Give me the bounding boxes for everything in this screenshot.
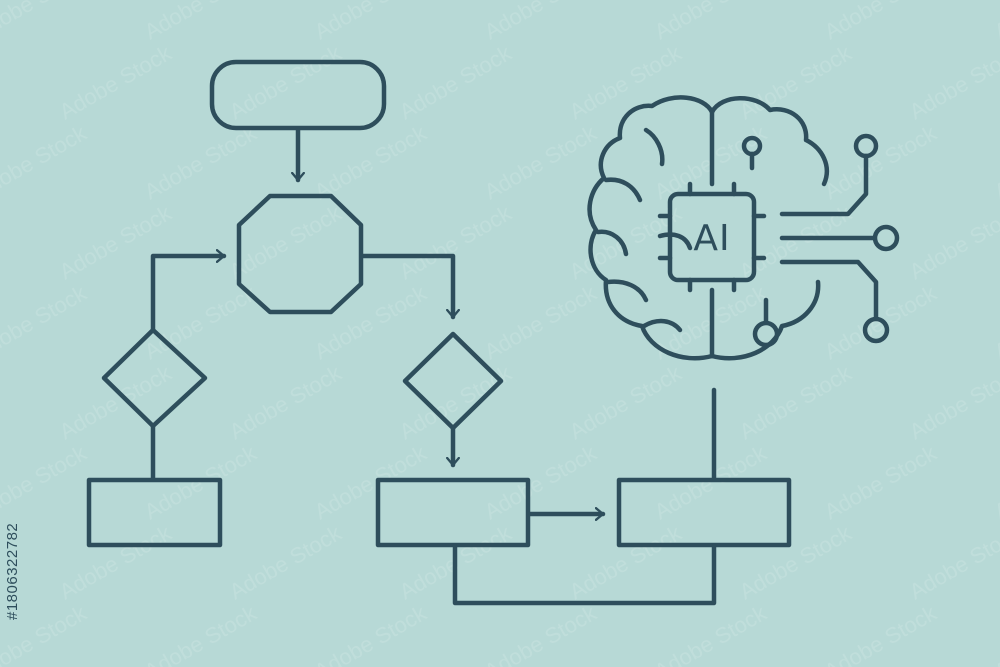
watermark-text: Adobe Stock (480, 280, 601, 365)
watermark-text: Adobe Stock (310, 600, 431, 667)
watermark-text: Adobe Stock (395, 40, 516, 125)
watermark-text: Adobe Stock (565, 520, 686, 605)
watermark-text: Adobe Stock (650, 0, 771, 44)
watermark-text: Adobe Stock (735, 360, 856, 445)
ai-chip-pins (657, 181, 767, 293)
watermark-text: Adobe Stock (565, 360, 686, 445)
watermark-text: Adobe Stock (480, 600, 601, 667)
circuit-traces (741, 133, 900, 348)
watermark-text: Adobe Stock (905, 360, 1000, 445)
watermark-text: Adobe Stock (55, 40, 176, 125)
watermark-text: Adobe Stock (990, 280, 1000, 365)
watermark-text: Adobe Stock (990, 600, 1000, 667)
watermark-text: Adobe Stock (905, 200, 1000, 285)
watermark-text: Adobe Stock (735, 520, 856, 605)
watermark-text: Adobe Stock (905, 40, 1000, 125)
watermark-text: Adobe Stock (140, 0, 261, 44)
watermark-text: Adobe Stock (225, 360, 346, 445)
watermark-text: Adobe Stock (310, 120, 431, 205)
watermark-text: Adobe Stock (565, 40, 686, 125)
watermark-text: Adobe Stock (225, 200, 346, 285)
left-process-box (86, 477, 223, 548)
ai-chip-label: AI (693, 218, 730, 259)
brain-fold (657, 232, 693, 251)
watermark-text: Adobe Stock (990, 0, 1000, 44)
brain-fold (603, 177, 643, 203)
watermark-text: Adobe Stock (480, 0, 601, 44)
brain-fold (595, 229, 629, 257)
arrow-process-to-right-decision (359, 253, 460, 320)
loop-connector-bottom (452, 543, 717, 606)
watermark-text: Adobe Stock (225, 40, 346, 125)
watermark-text: Adobe Stock (55, 200, 176, 285)
watermark-text: Adobe Stock (140, 600, 261, 667)
watermark-text: Adobe Stock (650, 600, 771, 667)
octagon-process-shape (236, 193, 364, 315)
brain-fold (605, 279, 649, 303)
watermark-text: Adobe Stock (310, 0, 431, 44)
watermark-text: Adobe Stock (140, 280, 261, 365)
watermark-text: Adobe Stock (905, 520, 1000, 605)
brain-right-hemisphere-top (709, 96, 830, 187)
watermark-text: Adobe Stock (55, 360, 176, 445)
arrow-left-decision-to-process (150, 249, 227, 333)
watermark-text: Adobe Stock (0, 120, 91, 205)
watermark-text: Adobe Stock (140, 120, 261, 205)
brain-right-hemisphere-bottom (709, 279, 821, 361)
watermark-text: Adobe Stock (0, 0, 91, 44)
watermark-text: Adobe Stock (820, 0, 941, 44)
watermark-text: Adobe Stock (820, 440, 941, 525)
ai-brain-icon: AI (587, 95, 900, 361)
watermark-text: Adobe Stock (55, 520, 176, 605)
watermark-text: Adobe Stock (735, 40, 856, 125)
stock-asset-id: #1806322782 (4, 522, 21, 620)
watermark-text: Adobe Stock (820, 120, 941, 205)
watermark-text: Adobe Stock (0, 280, 91, 365)
ai-chip-outline (667, 191, 757, 283)
watermark-text: Adobe Stock (395, 200, 516, 285)
watermark-text: Adobe Stock (225, 520, 346, 605)
watermark-text: Adobe Stock (480, 120, 601, 205)
brain-fold (643, 127, 665, 167)
watermark-text: Adobe Stock (820, 600, 941, 667)
brain-fold (641, 318, 683, 333)
watermark-text: Adobe Stock (990, 440, 1000, 525)
right-process-box (616, 477, 792, 548)
watermark-text: Adobe Stock (310, 280, 431, 365)
watermark-text: Adobe Stock (990, 120, 1000, 205)
